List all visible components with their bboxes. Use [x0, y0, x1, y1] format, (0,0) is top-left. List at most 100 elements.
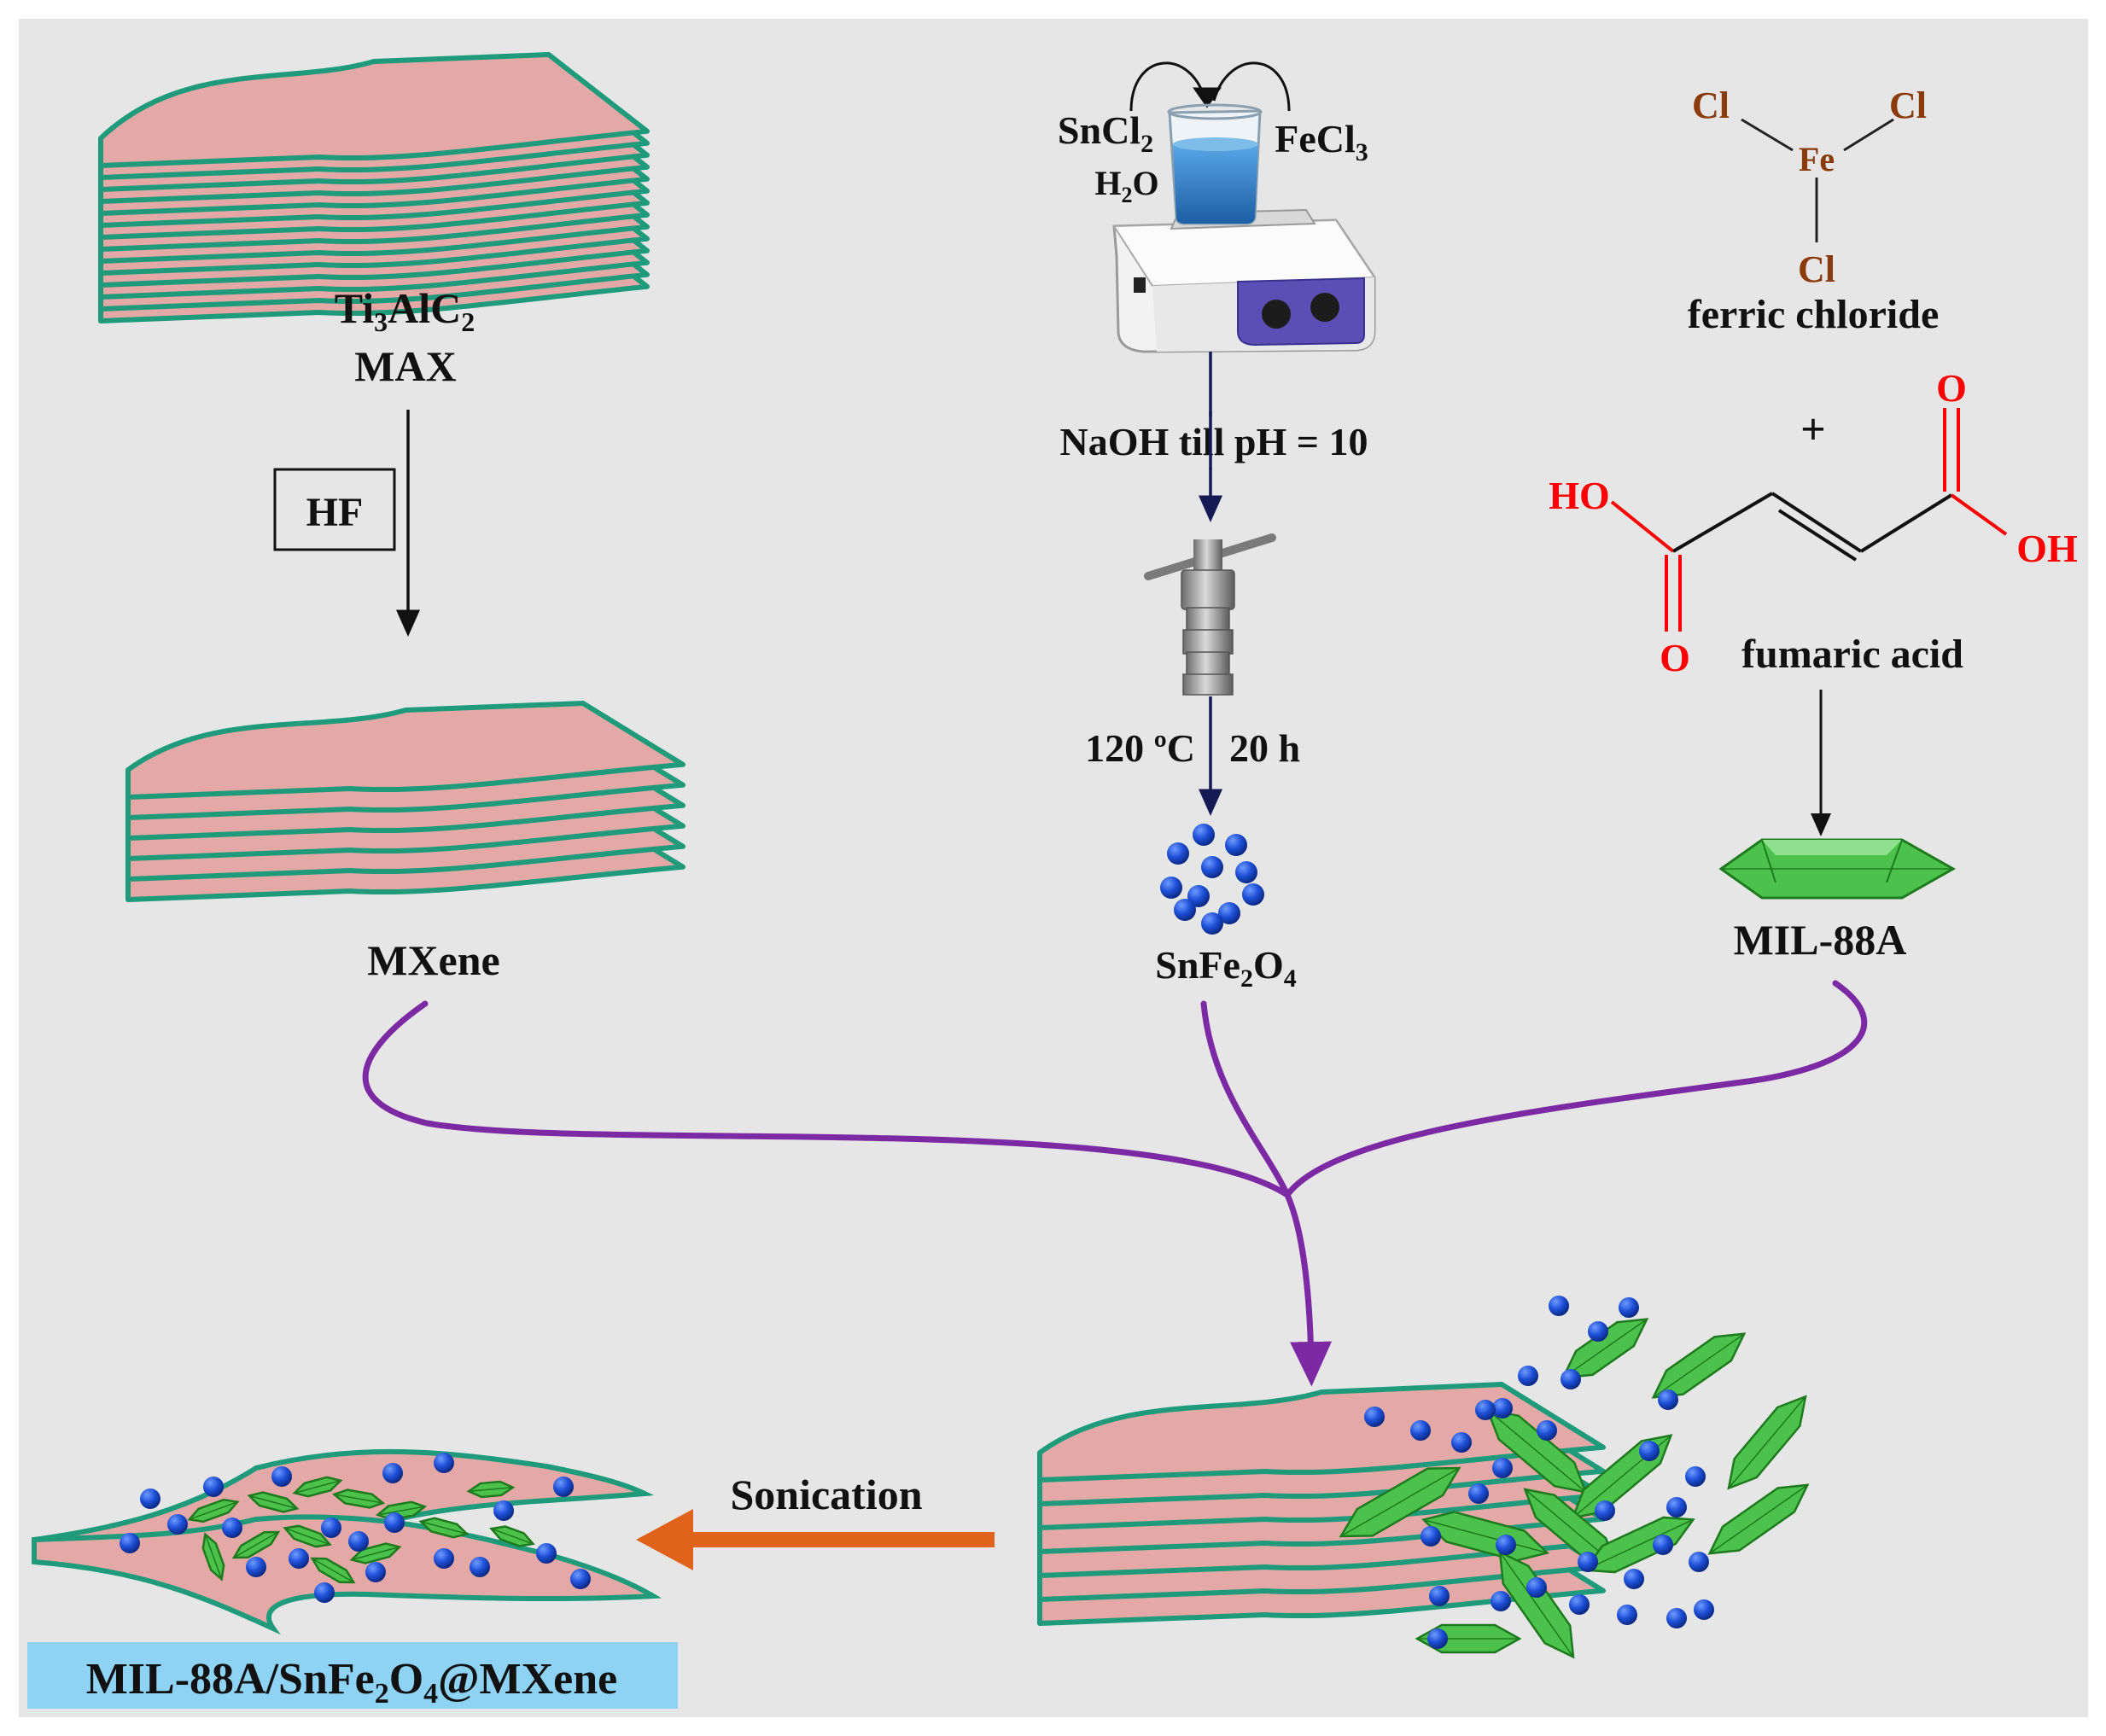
crystal: [1339, 1466, 1461, 1538]
crystal: [466, 1480, 516, 1499]
crystal: [201, 1532, 225, 1582]
particle: [1167, 842, 1189, 865]
reagent-arrows: [1129, 61, 1291, 112]
crystal-edge: [1499, 1552, 1574, 1657]
particle: [1187, 885, 1210, 907]
crystal: [292, 1476, 343, 1498]
max-sheet: [98, 52, 650, 168]
autoclave-icon: [1144, 533, 1276, 696]
particle: [1174, 899, 1196, 921]
particle: [1537, 1420, 1557, 1441]
particle: [1218, 902, 1240, 924]
crystal: [231, 1530, 281, 1559]
particle: [1492, 1398, 1513, 1419]
crystal: [331, 1488, 386, 1509]
h2o-label: H2O: [1094, 164, 1158, 207]
magnetic-stirrer-icon: [1112, 208, 1376, 353]
particle: [1694, 1599, 1714, 1620]
fumaric-acid-label: fumaric acid: [1741, 632, 1963, 677]
particle: [1410, 1420, 1431, 1441]
particle: [222, 1518, 242, 1538]
particle: [271, 1466, 292, 1487]
crystal: [187, 1498, 240, 1523]
final-product-label: MIL-88A/SnFe2O4@MXene: [86, 1655, 618, 1710]
particle: [1193, 824, 1215, 846]
crystal-edge: [233, 1531, 279, 1558]
naoh-label-bg: [1037, 417, 1362, 468]
crystal-edge: [204, 1534, 223, 1580]
particle: [1242, 883, 1264, 906]
crystal: [283, 1524, 332, 1548]
crystal-edge: [294, 1480, 341, 1494]
particle: [1160, 877, 1182, 899]
sncl2-label: SnCl2: [1058, 108, 1153, 158]
particle: [1617, 1605, 1637, 1625]
particle: [1491, 1591, 1511, 1611]
particle: [314, 1582, 335, 1603]
particle: [1578, 1552, 1598, 1572]
crystal-edge: [1709, 1484, 1808, 1554]
cl-right-atom: Cl: [1889, 84, 1927, 126]
crystal-edge: [420, 1521, 468, 1535]
particle: [553, 1477, 574, 1497]
particle: [470, 1557, 490, 1577]
o-bottom-atom: O: [1660, 636, 1690, 679]
particle: [348, 1531, 369, 1552]
crystal: [247, 1491, 300, 1513]
composite-stack: [1037, 1382, 1606, 1626]
crystal: [1727, 1395, 1807, 1490]
sonication-arrow: [636, 1509, 995, 1570]
final-label-highlight: [27, 1642, 678, 1709]
particle: [1468, 1483, 1489, 1504]
crystal-edge: [1584, 1518, 1694, 1571]
crystal-edge: [1423, 1518, 1548, 1554]
crystal-edge: [312, 1558, 354, 1583]
crystal-edge: [491, 1528, 534, 1545]
particle: [1658, 1389, 1678, 1410]
crystal: [1421, 1511, 1549, 1562]
final-product-particles: [120, 1453, 591, 1603]
mxene-stack: [125, 701, 685, 902]
crystal: [310, 1557, 356, 1584]
crystal-edge: [377, 1506, 425, 1516]
particle: [1518, 1366, 1538, 1386]
particle: [1653, 1535, 1673, 1555]
crystal-edge: [248, 1494, 298, 1510]
particle: [1549, 1296, 1569, 1316]
max-label: MAX: [354, 342, 456, 390]
crystal: [1651, 1332, 1747, 1399]
crystal: [1707, 1483, 1810, 1555]
mil88a-label: MIL-88A: [1734, 916, 1907, 964]
max-formula-label: Ti3AlC2: [335, 284, 475, 337]
particle: [1685, 1466, 1706, 1487]
fecl3-label: FeCl3: [1275, 117, 1368, 166]
beaker-icon: [1167, 103, 1263, 225]
plus-sign: +: [1800, 405, 1826, 454]
temperature-label: 120 ºC: [1085, 726, 1195, 770]
fe-atom: Fe: [1799, 140, 1835, 178]
sonication-label: Sonication: [730, 1471, 922, 1518]
particle: [1526, 1577, 1547, 1598]
cl-bottom-atom: Cl: [1798, 248, 1835, 290]
particle: [1588, 1321, 1608, 1342]
composite-particles: [1364, 1296, 1714, 1649]
particle: [1492, 1458, 1513, 1478]
particle: [493, 1500, 514, 1521]
particle: [203, 1477, 224, 1497]
particle: [140, 1488, 160, 1509]
o-top-atom: O: [1936, 366, 1967, 410]
particle: [1624, 1569, 1644, 1589]
particle: [1619, 1297, 1639, 1318]
particle: [1561, 1369, 1581, 1389]
particle: [120, 1533, 140, 1553]
particle: [1475, 1400, 1496, 1420]
particle: [289, 1548, 309, 1569]
particle: [1569, 1594, 1590, 1615]
particle: [365, 1562, 386, 1582]
particle: [434, 1453, 454, 1473]
particle: [1225, 834, 1247, 856]
crystal: [1583, 1516, 1695, 1574]
ferric-chloride-structure: [1741, 118, 1894, 242]
particle: [1639, 1441, 1660, 1461]
